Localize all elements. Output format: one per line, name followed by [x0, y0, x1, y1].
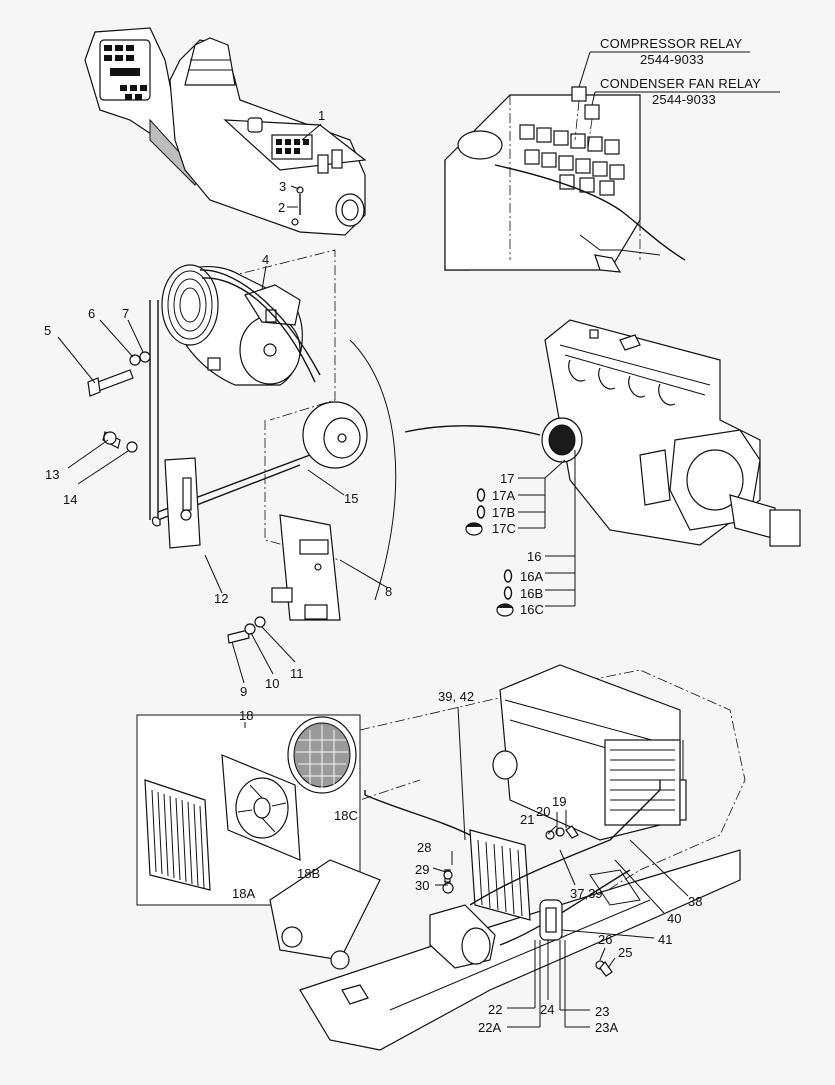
callout-22: 22 [488, 1002, 502, 1017]
callout-16a: 16A [520, 569, 543, 584]
callout-16: 16 [527, 549, 541, 564]
callout-7: 7 [122, 306, 129, 321]
callout-9: 9 [240, 684, 247, 699]
callout-11: 11 [290, 666, 304, 681]
callout-21: 21 [520, 812, 534, 827]
callout-bracket-16-17 [518, 450, 576, 607]
callout-18a: 18A [232, 886, 255, 901]
callout-23: 23 [595, 1004, 609, 1019]
callout-18b: 18B [297, 866, 320, 881]
callout-30: 30 [415, 878, 429, 893]
callout-4: 4 [262, 252, 269, 267]
machine-frame-illustration [269, 664, 746, 1051]
callout-1: 1 [318, 108, 325, 123]
callout-20: 20 [536, 804, 550, 819]
callout-15: 15 [344, 491, 358, 506]
relay-panel-illustration [444, 86, 686, 273]
callout-18: 18 [239, 708, 253, 723]
callout-18c: 18C [334, 808, 358, 823]
condenser-assembly-illustration [144, 716, 357, 891]
callout-labels: 1 2 3 4 5 6 7 8 9 10 11 12 13 14 15 16 1… [44, 108, 702, 1035]
callout-16b: 16B [520, 586, 543, 601]
callout-19: 19 [552, 794, 566, 809]
callout-17: 17 [500, 471, 514, 486]
condenser-fan-relay-name: CONDENSER FAN RELAY [600, 76, 761, 91]
callout-17b: 17B [492, 505, 515, 520]
callout-23a: 23A [595, 1020, 618, 1035]
callout-39-42: 39, 42 [438, 689, 474, 704]
callout-38: 38 [688, 894, 702, 909]
seal-rings-icons [465, 488, 514, 617]
callout-8: 8 [385, 584, 392, 599]
callout-29: 29 [415, 862, 429, 877]
callout-17c: 17C [492, 521, 516, 536]
callout-3: 3 [279, 179, 286, 194]
callout-14: 14 [63, 492, 77, 507]
callout-12: 12 [214, 591, 228, 606]
control-console-illustration [84, 27, 367, 236]
callout-2: 2 [278, 200, 285, 215]
callout-26: 26 [598, 932, 612, 947]
callout-16c: 16C [520, 602, 544, 617]
compressor-relay-name: COMPRESSOR RELAY [600, 36, 743, 51]
callout-40: 40 [667, 911, 681, 926]
callout-28: 28 [417, 840, 431, 855]
leader-lines [57, 123, 689, 1028]
compressor-relay-part-number: 2544-9033 [640, 52, 704, 67]
callout-25: 25 [618, 945, 632, 960]
callout-5: 5 [44, 323, 51, 338]
callout-6: 6 [88, 306, 95, 321]
engine-illustration [404, 319, 801, 547]
condenser-fan-relay-part-number: 2544-9033 [652, 92, 716, 107]
callout-17a: 17A [492, 488, 515, 503]
callout-13: 13 [45, 467, 59, 482]
callout-22a: 22A [478, 1020, 501, 1035]
callout-10: 10 [265, 676, 279, 691]
callout-41: 41 [658, 932, 672, 947]
compressor-assembly-illustration [87, 249, 397, 644]
callout-24: 24 [540, 1002, 554, 1017]
callout-37-39: 37,39 [570, 886, 603, 901]
